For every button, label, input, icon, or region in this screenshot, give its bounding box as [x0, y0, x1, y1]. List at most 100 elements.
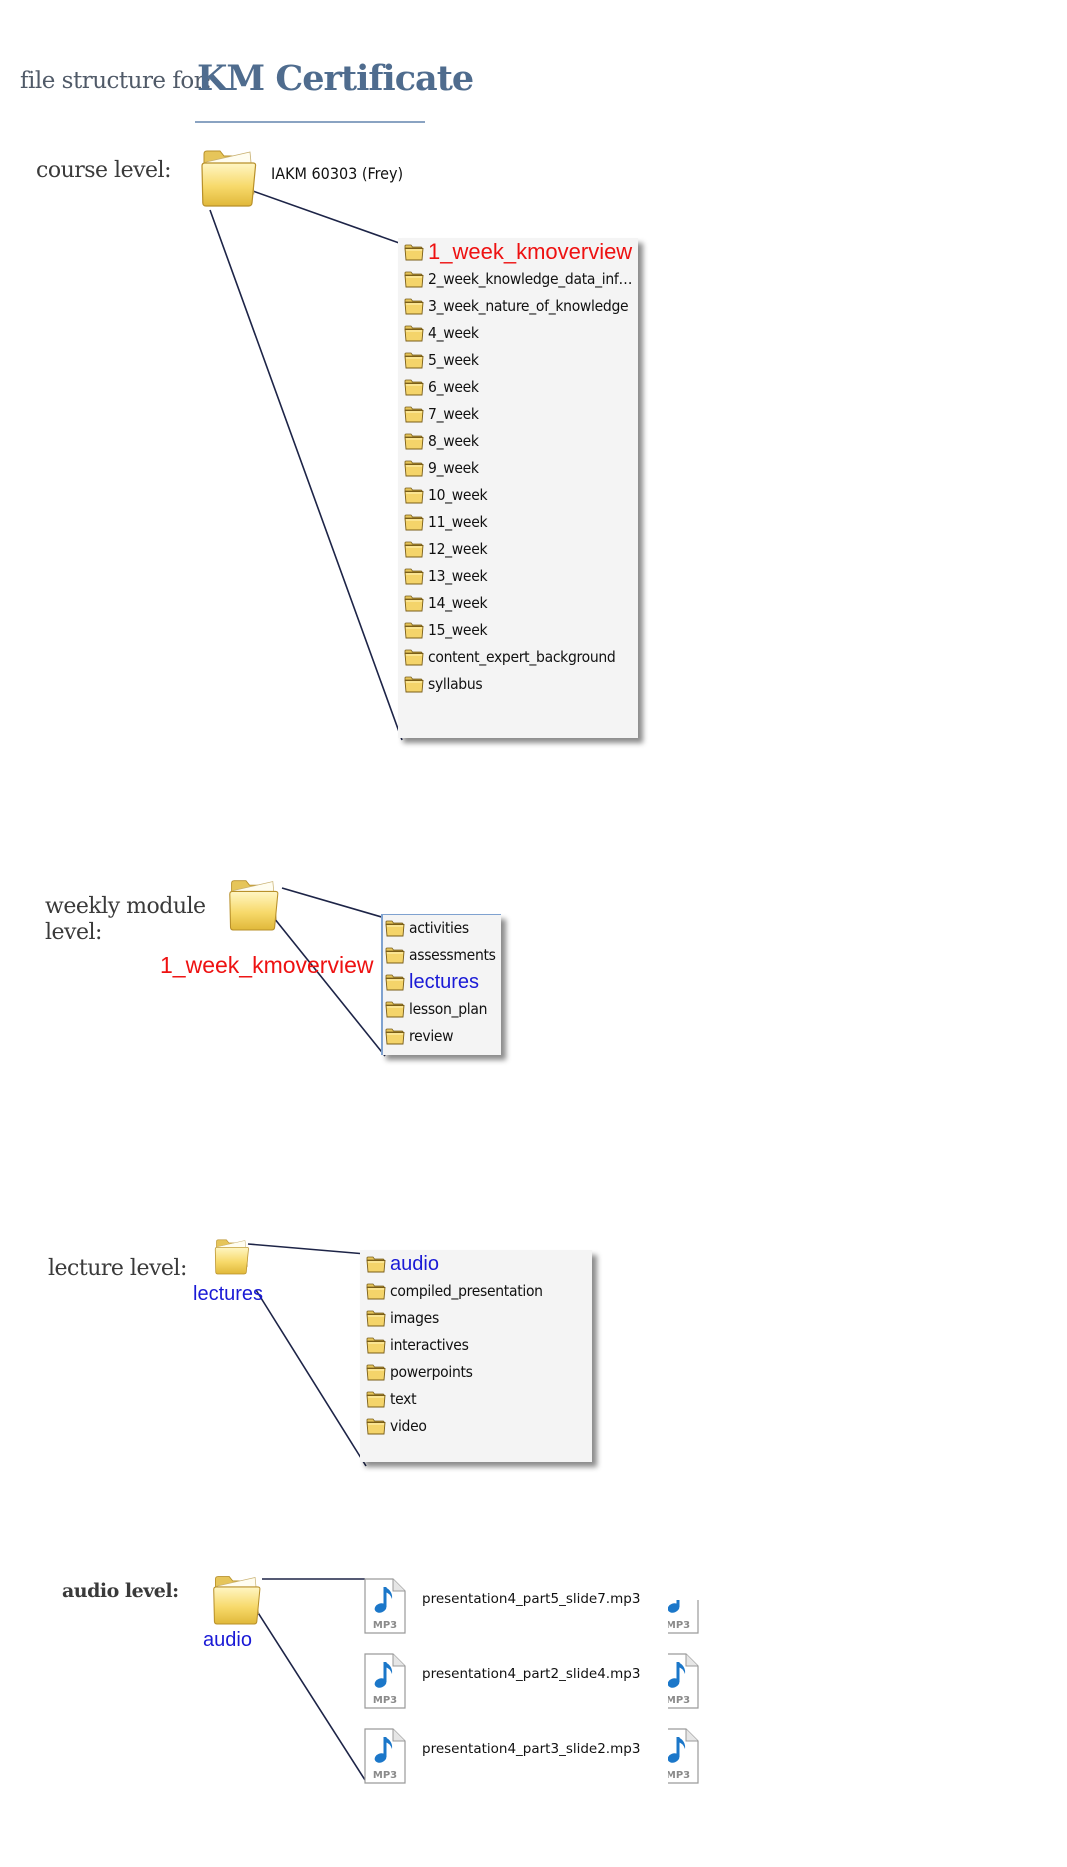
course-item-label: 6_week [428, 378, 479, 396]
lecture-item-video[interactable]: video [366, 1413, 427, 1439]
course-item-7[interactable]: 7_week [404, 401, 479, 427]
weekly-item-activities[interactable]: activities [385, 915, 469, 941]
course-level-label: course level: [36, 158, 172, 183]
lecture-item-label: audio [390, 1252, 439, 1275]
lecture-item-audio[interactable]: audio [366, 1251, 439, 1277]
folder-icon [404, 676, 424, 693]
mp3-file-name-1[interactable]: presentation4_part5_slide7.mp3 [422, 1591, 641, 1607]
mp3-file-icon[interactable] [668, 1728, 699, 1784]
weekly-item-review[interactable]: review [385, 1023, 454, 1049]
lecture-folder-panel: audio compiled_presentation images inter… [360, 1250, 592, 1462]
lecture-item-text[interactable]: text [366, 1386, 417, 1412]
course-folder-panel: 1_week_kmoverview 2_week_knowledge_data_… [398, 238, 638, 738]
mp3-file-icon[interactable] [362, 1578, 406, 1634]
mp3-file-name-2[interactable]: presentation4_part2_slide4.mp3 [422, 1666, 641, 1682]
course-item-label: 15_week [428, 621, 488, 639]
course-folder-icon[interactable] [200, 146, 258, 208]
lecture-connector-bottom [255, 1289, 367, 1467]
folder-icon [404, 325, 424, 342]
lecture-item-label: interactives [390, 1336, 469, 1354]
audio-folder-icon[interactable] [212, 1572, 262, 1626]
course-item-label: 8_week [428, 432, 479, 450]
folder-icon [385, 947, 405, 964]
folder-icon [366, 1337, 386, 1354]
course-item-17[interactable]: syllabus [404, 671, 483, 697]
weekly-item-assessments[interactable]: assessments [385, 942, 496, 968]
course-item-label: 9_week [428, 459, 479, 477]
course-item-label: 3_week_nature_of_knowledge [428, 297, 629, 315]
lecture-level-label: lecture level: [48, 1256, 187, 1281]
mp3-column-clipped [668, 1600, 700, 1830]
lecture-item-powerpoints[interactable]: powerpoints [366, 1359, 473, 1385]
weekly-item-lectures[interactable]: lectures [385, 969, 479, 995]
folder-icon [366, 1310, 386, 1327]
course-item-label: 10_week [428, 486, 488, 504]
folder-icon [404, 595, 424, 612]
course-item-1[interactable]: 1_week_kmoverview [404, 239, 632, 265]
lecture-item-compiled-presentation[interactable]: compiled_presentation [366, 1278, 543, 1304]
lecture-item-label: video [390, 1417, 427, 1435]
folder-icon [385, 1001, 405, 1018]
folder-icon [385, 1028, 405, 1045]
course-item-4[interactable]: 4_week [404, 320, 479, 346]
lecture-folder-icon[interactable] [214, 1236, 250, 1276]
folder-icon [366, 1418, 386, 1435]
course-folder-name: IAKM 60303 (Frey) [271, 164, 404, 183]
audio-level-label: audio level: [62, 1580, 179, 1602]
weekly-level-label-line1: weekly module [45, 894, 206, 919]
course-item-11[interactable]: 11_week [404, 509, 488, 535]
weekly-item-label: activities [409, 919, 469, 937]
page-title: KM Certificate [197, 58, 474, 99]
title-underline [195, 121, 425, 123]
mp3-file-icon[interactable] [668, 1653, 699, 1709]
lecture-item-interactives[interactable]: interactives [366, 1332, 469, 1358]
folder-icon [385, 920, 405, 937]
weekly-folder-panel: activities assessments lectures lesson_p… [381, 914, 501, 1055]
lecture-item-label: compiled_presentation [390, 1282, 543, 1300]
mp3-file-icon[interactable] [668, 1600, 699, 1634]
weekly-item-lesson-plan[interactable]: lesson_plan [385, 996, 487, 1022]
course-item-label: 12_week [428, 540, 488, 558]
course-item-5[interactable]: 5_week [404, 347, 479, 373]
folder-icon [404, 460, 424, 477]
course-item-14[interactable]: 14_week [404, 590, 488, 616]
weekly-item-label: lectures [409, 970, 480, 993]
folder-icon [366, 1364, 386, 1381]
course-item-10[interactable]: 10_week [404, 482, 488, 508]
folder-icon [404, 406, 424, 423]
course-item-13[interactable]: 13_week [404, 563, 488, 589]
lecture-item-label: images [390, 1309, 439, 1327]
course-item-16[interactable]: content_expert_background [404, 644, 616, 670]
mp3-file-icon[interactable] [362, 1728, 406, 1784]
folder-icon [404, 379, 424, 396]
course-item-9[interactable]: 9_week [404, 455, 479, 481]
course-item-label: 7_week [428, 405, 479, 423]
weekly-item-label: assessments [409, 946, 496, 964]
weekly-level-label-line2: level: [45, 920, 102, 945]
lecture-item-label: text [390, 1390, 417, 1408]
course-item-label: 13_week [428, 567, 488, 585]
folder-icon [404, 271, 424, 288]
folder-icon [385, 974, 405, 991]
course-item-3[interactable]: 3_week_nature_of_knowledge [404, 293, 629, 319]
course-item-12[interactable]: 12_week [404, 536, 488, 562]
course-item-15[interactable]: 15_week [404, 617, 488, 643]
course-item-8[interactable]: 8_week [404, 428, 479, 454]
weekly-folder-icon[interactable] [228, 876, 280, 932]
lecture-item-images[interactable]: images [366, 1305, 439, 1331]
course-item-6[interactable]: 6_week [404, 374, 479, 400]
lecture-folder-caption: lectures [193, 1283, 264, 1305]
course-item-label: content_expert_background [428, 648, 616, 666]
course-item-2[interactable]: 2_week_knowledge_data_inf… [404, 266, 632, 292]
lecture-item-label: powerpoints [390, 1363, 473, 1381]
mp3-file-icon[interactable] [362, 1653, 406, 1709]
mp3-file-name-3[interactable]: presentation4_part3_slide2.mp3 [422, 1741, 641, 1757]
weekly-item-label: lesson_plan [409, 1000, 488, 1018]
course-item-label: 14_week [428, 594, 488, 612]
folder-icon [366, 1391, 386, 1408]
folder-icon [404, 298, 424, 315]
course-connector-top [249, 189, 403, 245]
folder-icon [404, 487, 424, 504]
course-item-label: 1_week_kmoverview [428, 239, 633, 264]
